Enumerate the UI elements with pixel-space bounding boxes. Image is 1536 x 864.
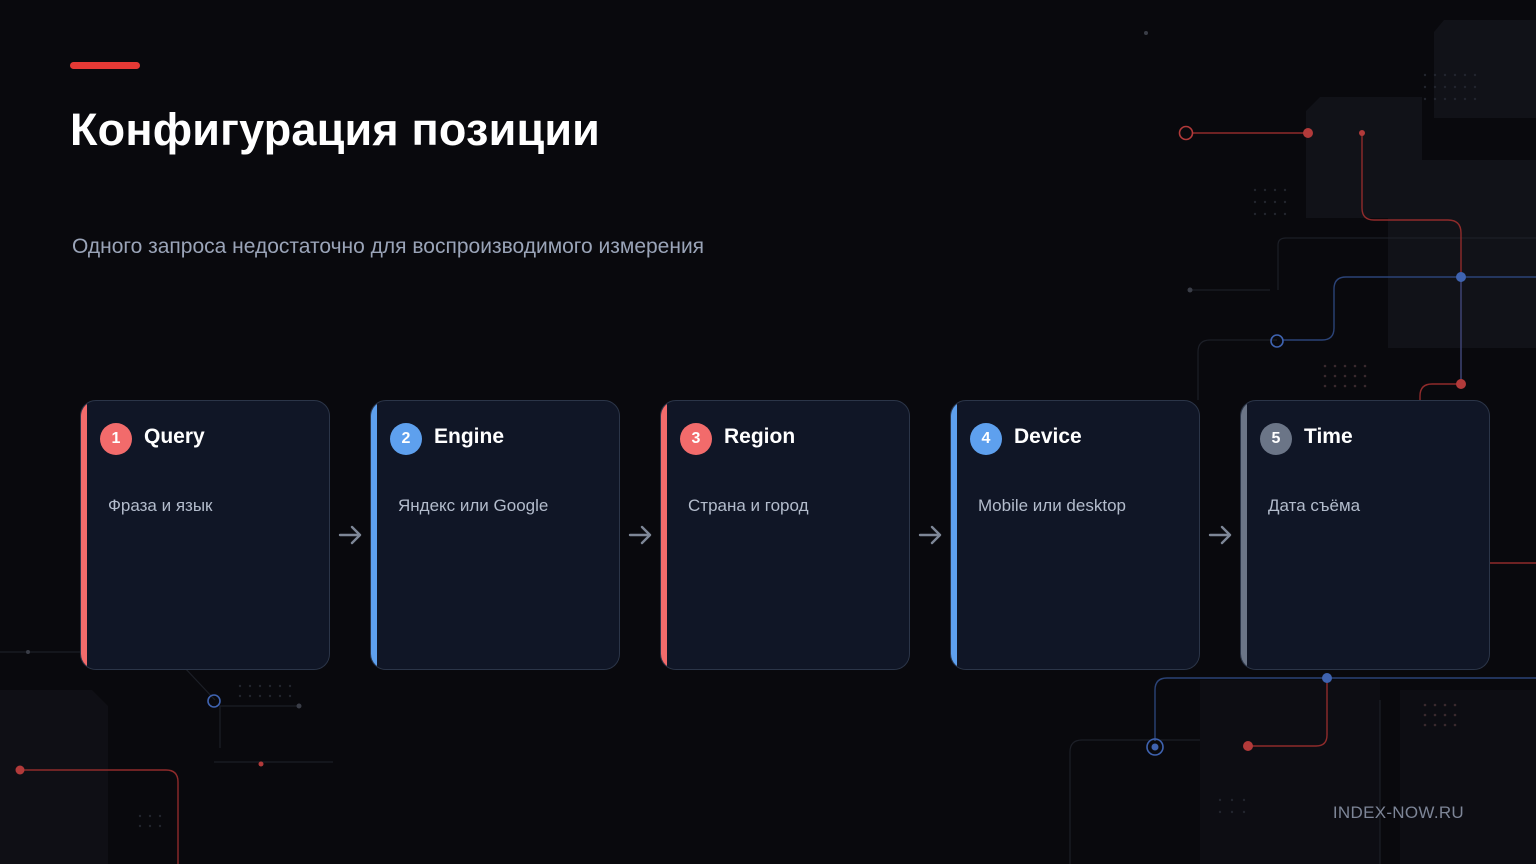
card-accent-stripe — [951, 401, 957, 669]
step-number-badge: 4 — [970, 423, 1002, 455]
step-card-query: 1 Query Фраза и язык — [80, 400, 330, 670]
card-accent-stripe — [81, 401, 87, 669]
step-description: Дата съёма — [1268, 496, 1361, 515]
step-card-engine: 2 Engine Яндекс или Google — [370, 400, 620, 670]
step-card-region: 3 Region Страна и город — [660, 400, 910, 670]
slide-title: Конфигурация позиции — [70, 104, 601, 155]
step-number-badge: 5 — [1260, 423, 1292, 455]
step-title: Time — [1304, 425, 1353, 448]
card-accent-stripe — [661, 401, 667, 669]
step-card-time: 5 Time Дата съёма — [1240, 400, 1490, 670]
step-number-badge: 2 — [390, 423, 422, 455]
slide-subtitle: Одного запроса недостаточно для воспроиз… — [72, 235, 705, 258]
arrow-right-icon — [628, 525, 652, 545]
arrow-right-icon — [338, 525, 362, 545]
arrow-right-icon — [918, 525, 942, 545]
card-accent-stripe — [1241, 401, 1247, 669]
step-description: Фраза и язык — [108, 496, 213, 515]
step-description: Mobile или desktop — [978, 496, 1126, 515]
step-card-device: 4 Device Mobile или desktop — [950, 400, 1200, 670]
step-title: Engine — [434, 425, 505, 448]
accent-bar — [70, 62, 140, 69]
arrow-right-icon — [1208, 525, 1232, 545]
step-title: Region — [724, 425, 796, 448]
step-title: Query — [144, 425, 205, 448]
card-accent-stripe — [371, 401, 377, 669]
step-title: Device — [1014, 425, 1082, 448]
step-description: Яндекс или Google — [398, 496, 549, 515]
step-description: Страна и город — [688, 496, 809, 515]
step-number-badge: 1 — [100, 423, 132, 455]
footer-site-label: INDEX-NOW.RU — [1332, 803, 1464, 822]
step-number-badge: 3 — [680, 423, 712, 455]
